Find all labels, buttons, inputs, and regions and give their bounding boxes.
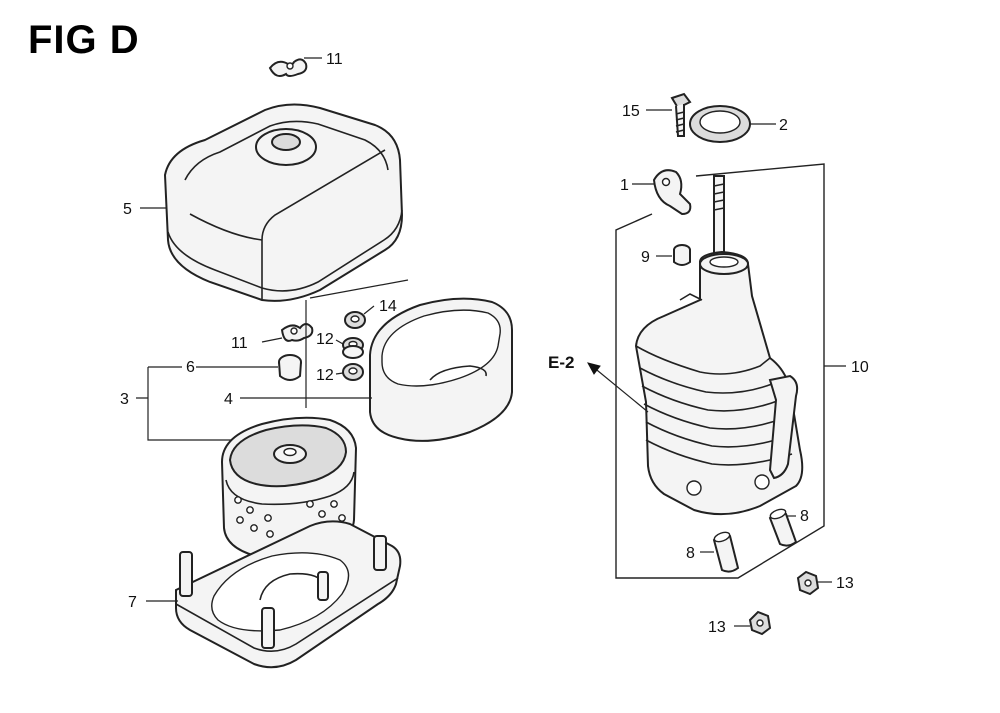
callout-6: 6 xyxy=(186,359,195,376)
callout-14: 14 xyxy=(379,298,397,315)
part-breather-stud xyxy=(713,175,725,261)
part-wing-nut-middle xyxy=(280,323,314,342)
callout-15: 15 xyxy=(622,103,640,120)
figure-title: FIG D xyxy=(28,18,140,62)
reference-e2-arrowhead xyxy=(587,362,601,375)
callout-13-lower: 13 xyxy=(708,619,726,636)
part-nut-13-upper xyxy=(796,570,820,596)
part-air-cleaner-base xyxy=(175,520,402,669)
callout-1: 1 xyxy=(620,177,629,194)
divider-line xyxy=(309,279,409,299)
callout-8-right: 8 xyxy=(800,508,809,525)
callout-13-upper: 13 xyxy=(836,575,854,592)
part-foam-filter xyxy=(369,297,513,442)
reference-e2-label: E-2 xyxy=(548,353,574,372)
part-tube-8-left xyxy=(712,531,740,573)
callout-9: 9 xyxy=(641,249,650,266)
callout-8-left: 8 xyxy=(686,545,695,562)
callout-4: 4 xyxy=(224,391,233,408)
callout-12-upper: 12 xyxy=(316,331,334,348)
callout-10: 10 xyxy=(851,359,869,376)
part-nut-14 xyxy=(344,311,366,329)
leader-12-upper xyxy=(335,339,344,345)
part-air-cleaner-cover xyxy=(163,103,404,302)
callout-3: 3 xyxy=(120,391,129,408)
callout-7: 7 xyxy=(128,594,137,611)
callout-11-top: 11 xyxy=(326,51,343,68)
part-elbow-body xyxy=(634,250,804,516)
reference-e2-leader xyxy=(591,365,649,413)
part-wing-nut-top xyxy=(268,58,308,77)
part-washer-12-upper xyxy=(342,337,364,359)
part-tube-8-right xyxy=(768,508,798,547)
part-nut-13-lower xyxy=(748,610,772,636)
part-cap-9 xyxy=(673,244,691,266)
part-gasket-ring xyxy=(689,105,751,143)
callout-2: 2 xyxy=(779,117,788,134)
part-clip xyxy=(652,169,692,216)
part-washer-12-lower xyxy=(342,363,364,381)
callout-11-middle: 11 xyxy=(231,335,248,352)
leader-11-middle xyxy=(261,337,283,343)
callout-12-lower: 12 xyxy=(316,367,334,384)
part-grommet xyxy=(278,354,302,381)
part-bolt-15 xyxy=(670,92,692,137)
callout-5: 5 xyxy=(123,201,132,218)
leader-14 xyxy=(363,305,375,315)
leader-12-lower xyxy=(335,372,344,375)
frame-assembly-10 xyxy=(615,163,825,579)
bracket-3 xyxy=(136,366,232,441)
